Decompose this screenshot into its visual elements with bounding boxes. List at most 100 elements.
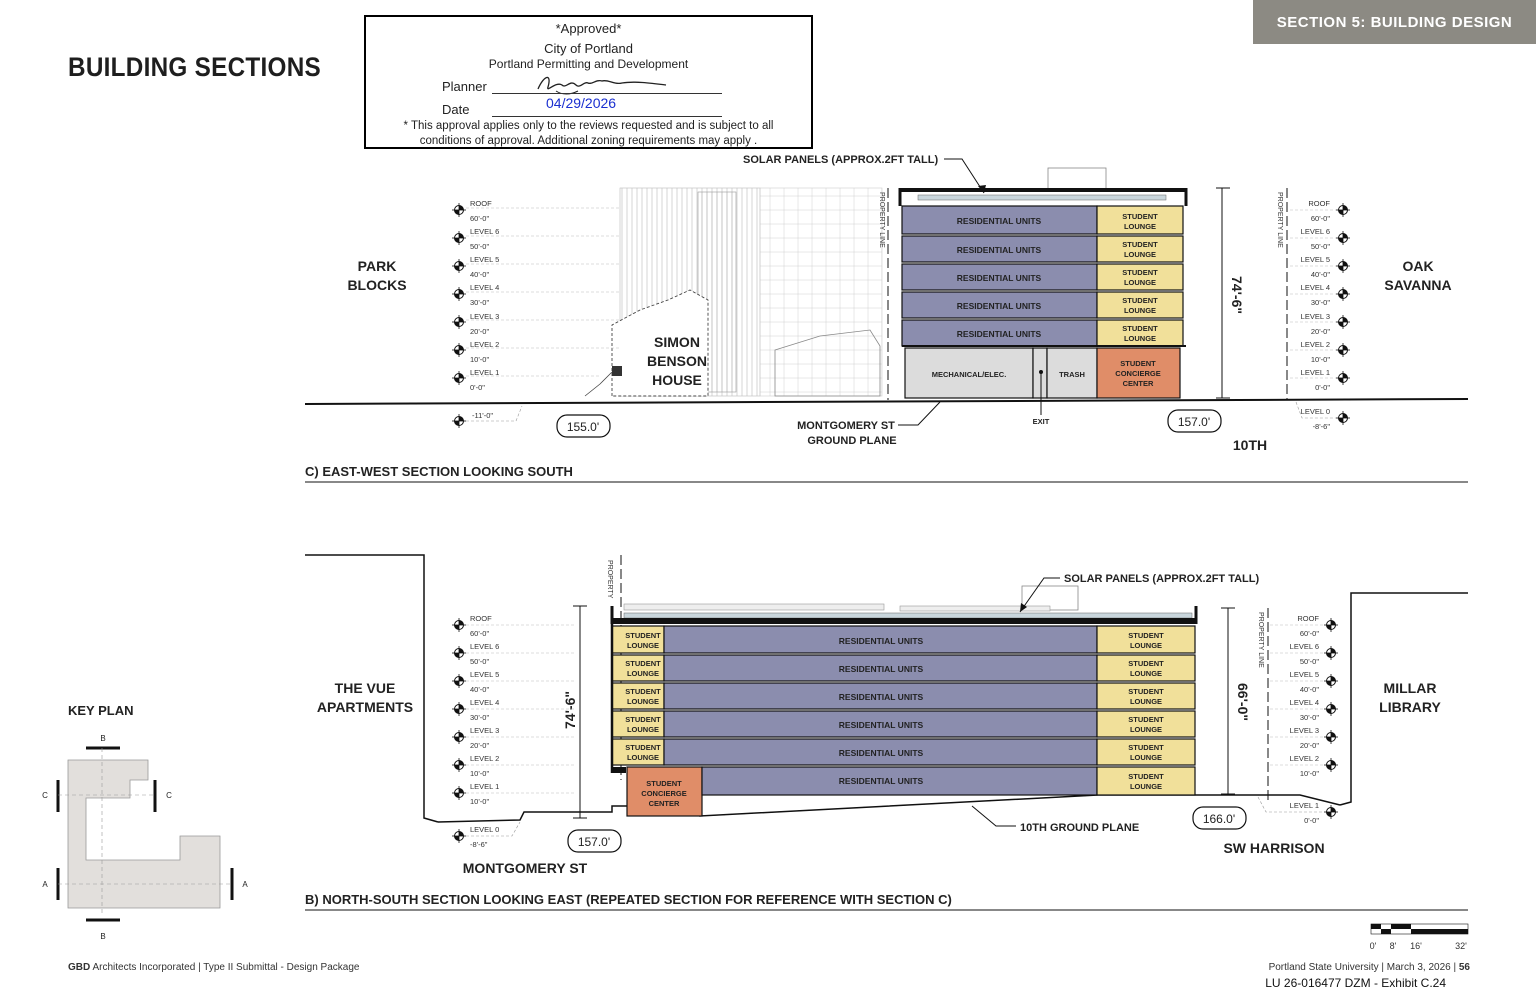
caption-section-b: B) NORTH-SOUTH SECTION LOOKING EAST (REP… — [305, 892, 952, 907]
section-c: SIMON BENSON HOUSE PROPERTY LINE PROPERT… — [304, 154, 1469, 483]
student-concierge-center-c — [1096, 347, 1181, 399]
key-plan: KEY PLAN B B C C A A — [42, 703, 248, 941]
level-name: LEVEL 6 — [470, 642, 499, 651]
mech-label: MECHANICAL/ELEC. — [932, 370, 1007, 379]
student-lounge-b-left — [611, 654, 665, 682]
student-lounge-c-4 — [1096, 263, 1184, 291]
level-value: 10'-0" — [1300, 769, 1319, 778]
right-neighbor-c-2: SAVANNA — [1384, 277, 1451, 293]
residential-units-b-ground — [701, 766, 1098, 796]
student-lounge-c-2 — [1096, 319, 1184, 347]
level-value: 20'-0" — [470, 327, 489, 336]
level-value: -8'-6" — [1313, 422, 1331, 431]
footer-firm-rest: Architects Incorporated | Type II Submit… — [90, 962, 360, 973]
student-lounge-b-left — [611, 738, 665, 766]
level-value: 0'-0" — [1304, 816, 1319, 825]
level-value: 50'-0" — [470, 657, 489, 666]
level-value: 50'-0" — [1300, 657, 1319, 666]
lounge-label: LOUNGE — [1124, 250, 1156, 259]
lounge-label: STUDENT — [1128, 687, 1164, 696]
elevation-pill-left-c — [556, 414, 611, 438]
level-name: LEVEL 6 — [1301, 227, 1330, 236]
footer-client-date: Portland State University | March 3, 202… — [1268, 962, 1459, 973]
level-name: ROOF — [1297, 614, 1319, 623]
residential-units-b — [663, 710, 1098, 738]
residential-units-c-2 — [901, 319, 1098, 347]
elevation-pill-left-b — [567, 829, 622, 853]
lounge-label: STUDENT — [625, 659, 661, 668]
lounge-label: STUDENT — [1122, 324, 1158, 333]
level-name: LEVEL 3 — [1290, 726, 1319, 735]
adjacent-building-line1: SIMON — [654, 334, 700, 350]
date-line — [492, 116, 722, 117]
concierge-label: STUDENT — [646, 779, 682, 788]
level-name: LEVEL 4 — [1290, 698, 1319, 707]
stair-line — [584, 371, 613, 397]
property-label-b: PROPERTY — [606, 560, 613, 599]
section-marker-a-left: A — [42, 880, 48, 889]
right-neighbor-c-1: OAK — [1402, 258, 1433, 274]
lounge-label: STUDENT — [1128, 659, 1164, 668]
level-value: 60'-0" — [470, 629, 489, 638]
level-value: 30'-0" — [470, 713, 489, 722]
below-grade-value: -11'-0" — [472, 411, 493, 420]
scale-tick: 32' — [1455, 941, 1467, 951]
lounge-label: STUDENT — [1122, 268, 1158, 277]
student-lounge-b-right — [1096, 710, 1196, 738]
page-title: BUILDING SECTIONS — [68, 52, 322, 82]
floor-label: RESIDENTIAL UNITS — [957, 216, 1042, 226]
lounge-label: LOUNGE — [627, 669, 659, 678]
approval-stamp: *Approved* City of Portland Portland Per… — [364, 15, 813, 149]
section-badge: SECTION 5: BUILDING DESIGN — [1253, 0, 1536, 44]
level-name: LEVEL 3 — [470, 312, 499, 321]
student-concierge-center-b — [626, 766, 703, 817]
floor-label: RESIDENTIAL UNITS — [957, 245, 1042, 255]
page-number: 56 — [1458, 962, 1470, 973]
ground-line — [304, 398, 1469, 405]
scale-tick: 8' — [1390, 941, 1397, 951]
level-value: 40'-0" — [470, 270, 489, 279]
left-neighbor-b-2: APARTMENTS — [317, 699, 413, 715]
street-sw-harrison: SW HARRISON — [1223, 840, 1324, 856]
level-value: 60'-0" — [470, 214, 489, 223]
level-name: LEVEL 5 — [470, 670, 499, 679]
lounge-label: LOUNGE — [627, 697, 659, 706]
trash-label: TRASH — [1059, 370, 1085, 379]
level-name: LEVEL 4 — [1301, 283, 1330, 292]
level-name: LEVEL 2 — [470, 340, 499, 349]
stamp-planner-label: Planner — [442, 79, 487, 94]
lounge-label: LOUNGE — [1130, 782, 1162, 791]
lounge-label: STUDENT — [625, 687, 661, 696]
section-marker-c-right: C — [166, 791, 172, 800]
street-10th: 10TH — [1233, 437, 1267, 453]
level-value: 10'-0" — [470, 355, 489, 364]
lounge-label: LOUNGE — [1124, 334, 1156, 343]
level-value: 20'-0" — [1311, 327, 1330, 336]
caption-section-c: C) EAST-WEST SECTION LOOKING SOUTH — [305, 464, 573, 479]
level-name: LEVEL 3 — [470, 726, 499, 735]
levels-left-b: ROOF 60'-0" LEVEL 6 50'-0" LEVEL 5 40'-0… — [451, 614, 576, 849]
level-name: LEVEL 2 — [1301, 340, 1330, 349]
student-lounge-b-right — [1096, 654, 1196, 682]
solar-panels-b — [623, 612, 1193, 619]
lounge-label: STUDENT — [1128, 772, 1164, 781]
solar-leader-c — [944, 158, 985, 194]
ground-label-c-1: MONTGOMERY ST — [797, 420, 895, 432]
section-c-floors: RESIDENTIAL UNITS STUDENT LOUNGE RESIDEN… — [901, 205, 1184, 399]
level-name: LEVEL 1 — [470, 368, 499, 377]
levels-left-c: ROOF 60'-0" LEVEL 6 50'-0" LEVEL 5 40'-0… — [451, 199, 620, 429]
section-b-floors: STUDENT LOUNGE RESIDENTIAL UNITS STUDENT… — [611, 625, 1196, 817]
footer-left: GBD Architects Incorporated | Type II Su… — [68, 962, 359, 973]
height-dim-b-right: 66'-0" — [1235, 683, 1251, 721]
level-value: 40'-0" — [470, 685, 489, 694]
elevation-pill-right-b — [1192, 806, 1247, 830]
key-plan-title: KEY PLAN — [68, 703, 134, 718]
level-name: ROOF — [1308, 199, 1330, 208]
scale-tick: 16' — [1410, 941, 1422, 951]
lounge-label: STUDENT — [625, 743, 661, 752]
concierge-label: CENTER — [649, 799, 680, 808]
student-lounge-b-right — [1096, 738, 1196, 766]
floor-label: RESIDENTIAL UNITS — [839, 720, 924, 730]
level-value: 30'-0" — [1311, 298, 1330, 307]
